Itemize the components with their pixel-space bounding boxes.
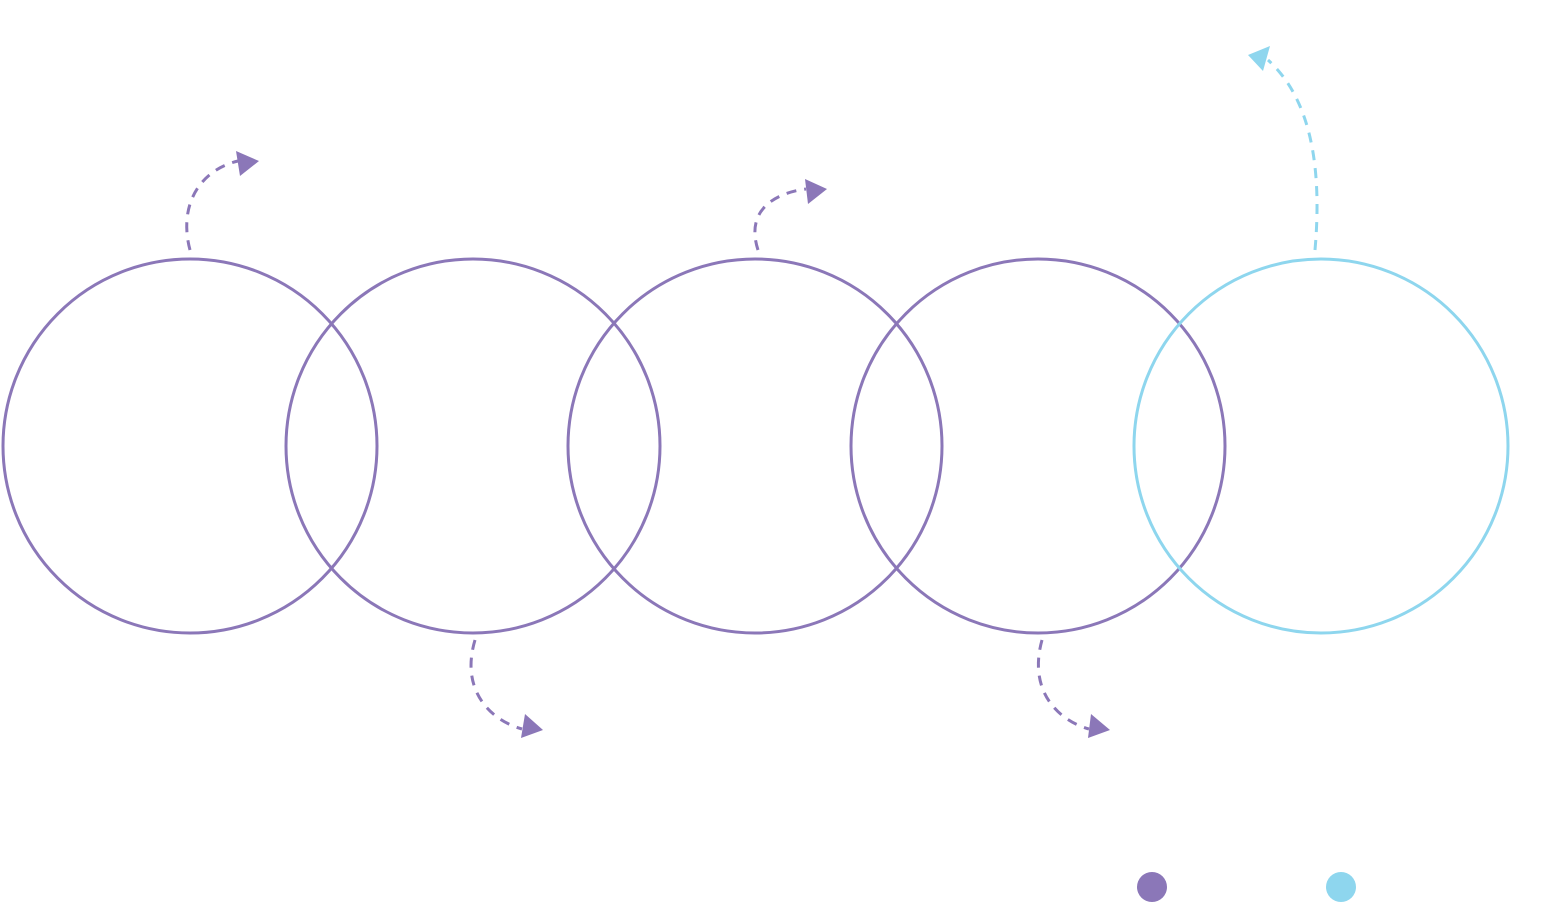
arrow-stage-2 [469, 639, 543, 738]
arrow-stage-4 [1036, 639, 1110, 738]
dashed-arc [185, 159, 239, 251]
rings-group [1, 257, 1510, 635]
arrow-stage-3 [753, 179, 827, 251]
arrowhead-icon [1088, 714, 1110, 738]
arrow-stage-5 [1248, 46, 1319, 251]
legend-dot-primary [1137, 872, 1167, 902]
ring-stage-1 [1, 257, 379, 635]
ring-stage-5 [1132, 257, 1510, 635]
ring-stage-4 [849, 257, 1227, 635]
legend-dot-accent [1326, 872, 1356, 902]
dashed-arc [1266, 58, 1319, 251]
arrowhead-icon [521, 714, 543, 738]
arrow-stage-1 [185, 151, 259, 251]
ring-stage-3 [566, 257, 944, 635]
arrowhead-icon [805, 179, 827, 204]
arrowhead-icon [236, 151, 259, 176]
arrows-group [185, 46, 1319, 738]
dashed-arc [469, 639, 523, 731]
dashed-arc [1036, 639, 1090, 731]
arrowhead-icon [1248, 46, 1270, 71]
ring-stage-2 [284, 257, 662, 635]
dashed-arc [753, 187, 807, 251]
legend [1137, 872, 1356, 902]
